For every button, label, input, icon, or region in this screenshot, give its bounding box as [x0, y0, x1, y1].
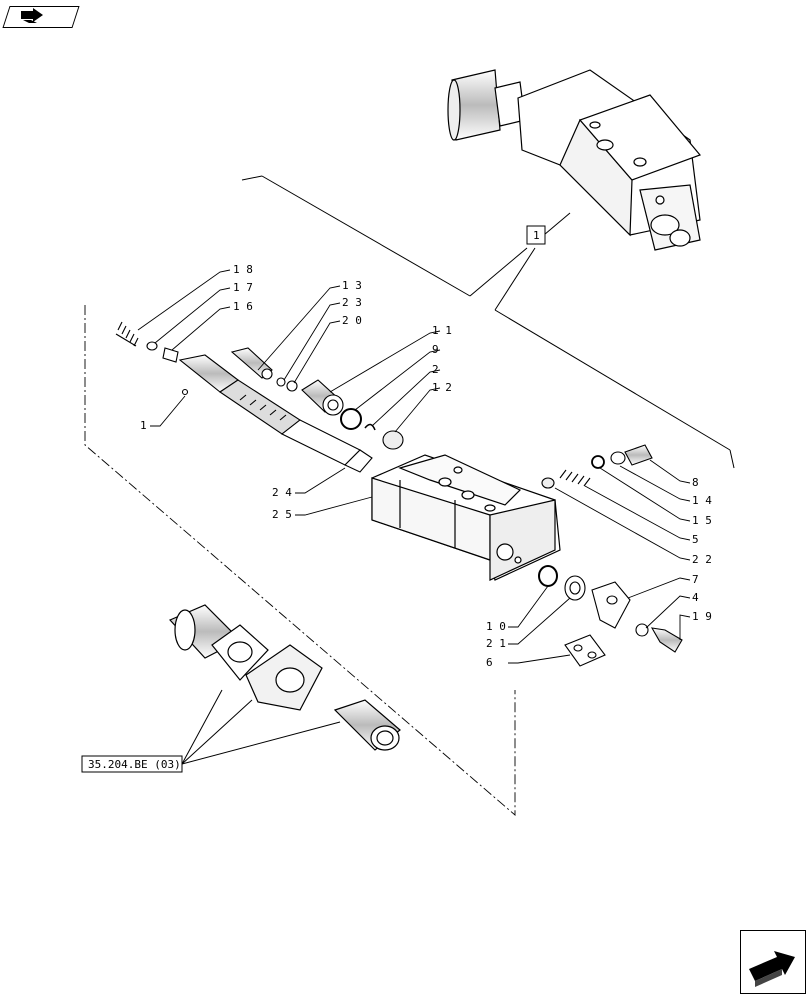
callout-12: 1 2: [432, 381, 452, 394]
previous-page-button[interactable]: [2, 6, 80, 28]
spool-parts: [115, 321, 404, 473]
assembly-ref-number: 1: [533, 229, 540, 242]
right-side-parts: [538, 444, 683, 667]
callout-4: 4: [692, 591, 699, 604]
callout-24: 2 4: [272, 486, 292, 499]
callout-6: 6: [486, 656, 493, 669]
callout-17: 1 7: [233, 281, 253, 294]
assembled-valve-illustration: [447, 69, 702, 251]
callout-7: 7: [692, 573, 699, 586]
callout-20: 2 0: [342, 314, 362, 327]
page-forward-arrow-icon: [749, 951, 795, 987]
callout-11: 1 1: [432, 324, 452, 337]
callout-14: 1 4: [692, 494, 712, 507]
callout-13: 1 3: [342, 279, 362, 292]
assembly-reference: [241, 175, 735, 469]
callout-1: 1: [140, 419, 147, 432]
callout-10: 1 0: [486, 620, 506, 633]
callout-16: 1 6: [233, 300, 253, 313]
page-back-arrow-icon: [21, 8, 43, 23]
callout-8: 8: [692, 476, 699, 489]
callout-21: 2 1: [486, 637, 506, 650]
callout-leaders: [137, 269, 691, 664]
callout-25: 2 5: [272, 508, 292, 521]
callout-2: 2: [432, 363, 439, 376]
next-page-button[interactable]: [740, 930, 806, 994]
callout-15: 1 5: [692, 514, 712, 527]
callout-numbers: 1 8 1 7 1 6 1 3 2 3 2 0 1 1 9 2 1 2 1 2 …: [140, 263, 712, 669]
callout-9: 9: [432, 343, 439, 356]
section-boundary: [84, 305, 516, 816]
callout-5: 5: [692, 533, 699, 546]
callout-23: 2 3: [342, 296, 362, 309]
bottom-kit-parts: [168, 604, 401, 751]
cross-reference: [81, 689, 341, 773]
valve-section-body: [371, 454, 561, 581]
callout-22: 2 2: [692, 553, 712, 566]
callout-18: 1 8: [233, 263, 253, 276]
callout-19: 1 9: [692, 610, 712, 623]
cross-reference-label: 35.204.BE (03): [88, 758, 181, 771]
